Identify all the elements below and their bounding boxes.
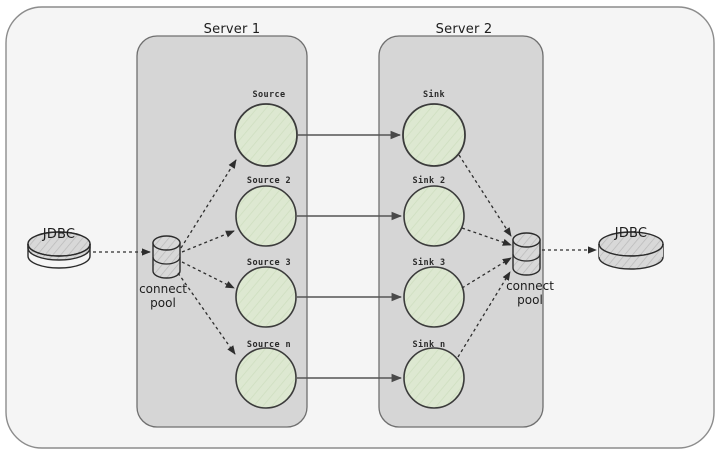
jdbc-left-cylinder — [27, 231, 91, 269]
sink-1-label: Sink — [422, 90, 446, 100]
sink-3-node — [403, 266, 465, 328]
server-1-title: Server 1 — [203, 22, 261, 37]
connect-pool-left-label-line2: pool — [150, 296, 176, 310]
source-2-node — [235, 185, 297, 247]
edges-pool-to-sources — [177, 159, 237, 355]
server-2-title: Server 2 — [435, 22, 493, 37]
edges-sinks-to-pool — [457, 154, 512, 358]
source-n-node — [235, 347, 297, 409]
connect-pool-right-label-line1: connect — [506, 279, 554, 293]
source-1-label: Source — [252, 90, 286, 100]
source-3-node — [235, 266, 297, 328]
source-1-node — [234, 103, 298, 167]
connect-pool-right-label: connect pool — [506, 279, 554, 307]
outer-frame — [5, 6, 715, 449]
connect-pool-left-cylinder — [152, 235, 181, 279]
connect-pool-right-cylinder — [512, 232, 541, 276]
source-n-label: Source n — [246, 340, 292, 350]
sink-n-node — [403, 347, 465, 409]
sink-2-node — [403, 185, 465, 247]
sink-n-label: Sink n — [412, 340, 446, 350]
jdbc-right-cylinder — [598, 231, 664, 270]
edges-source-to-sink — [297, 130, 403, 383]
source-2-label: Source 2 — [246, 176, 292, 186]
sink-3-label: Sink 3 — [412, 258, 446, 268]
connect-pool-left-label-line1: connect — [139, 282, 187, 296]
sink-2-label: Sink 2 — [412, 176, 446, 186]
jdbc-left-label: JDBC — [42, 227, 76, 242]
source-3-label: Source 3 — [246, 258, 292, 268]
connect-pool-left-label: connect pool — [139, 282, 187, 310]
jdbc-right-label: JDBC — [614, 226, 648, 241]
connect-pool-right-label-line2: pool — [517, 293, 543, 307]
sink-1-node — [402, 103, 466, 167]
